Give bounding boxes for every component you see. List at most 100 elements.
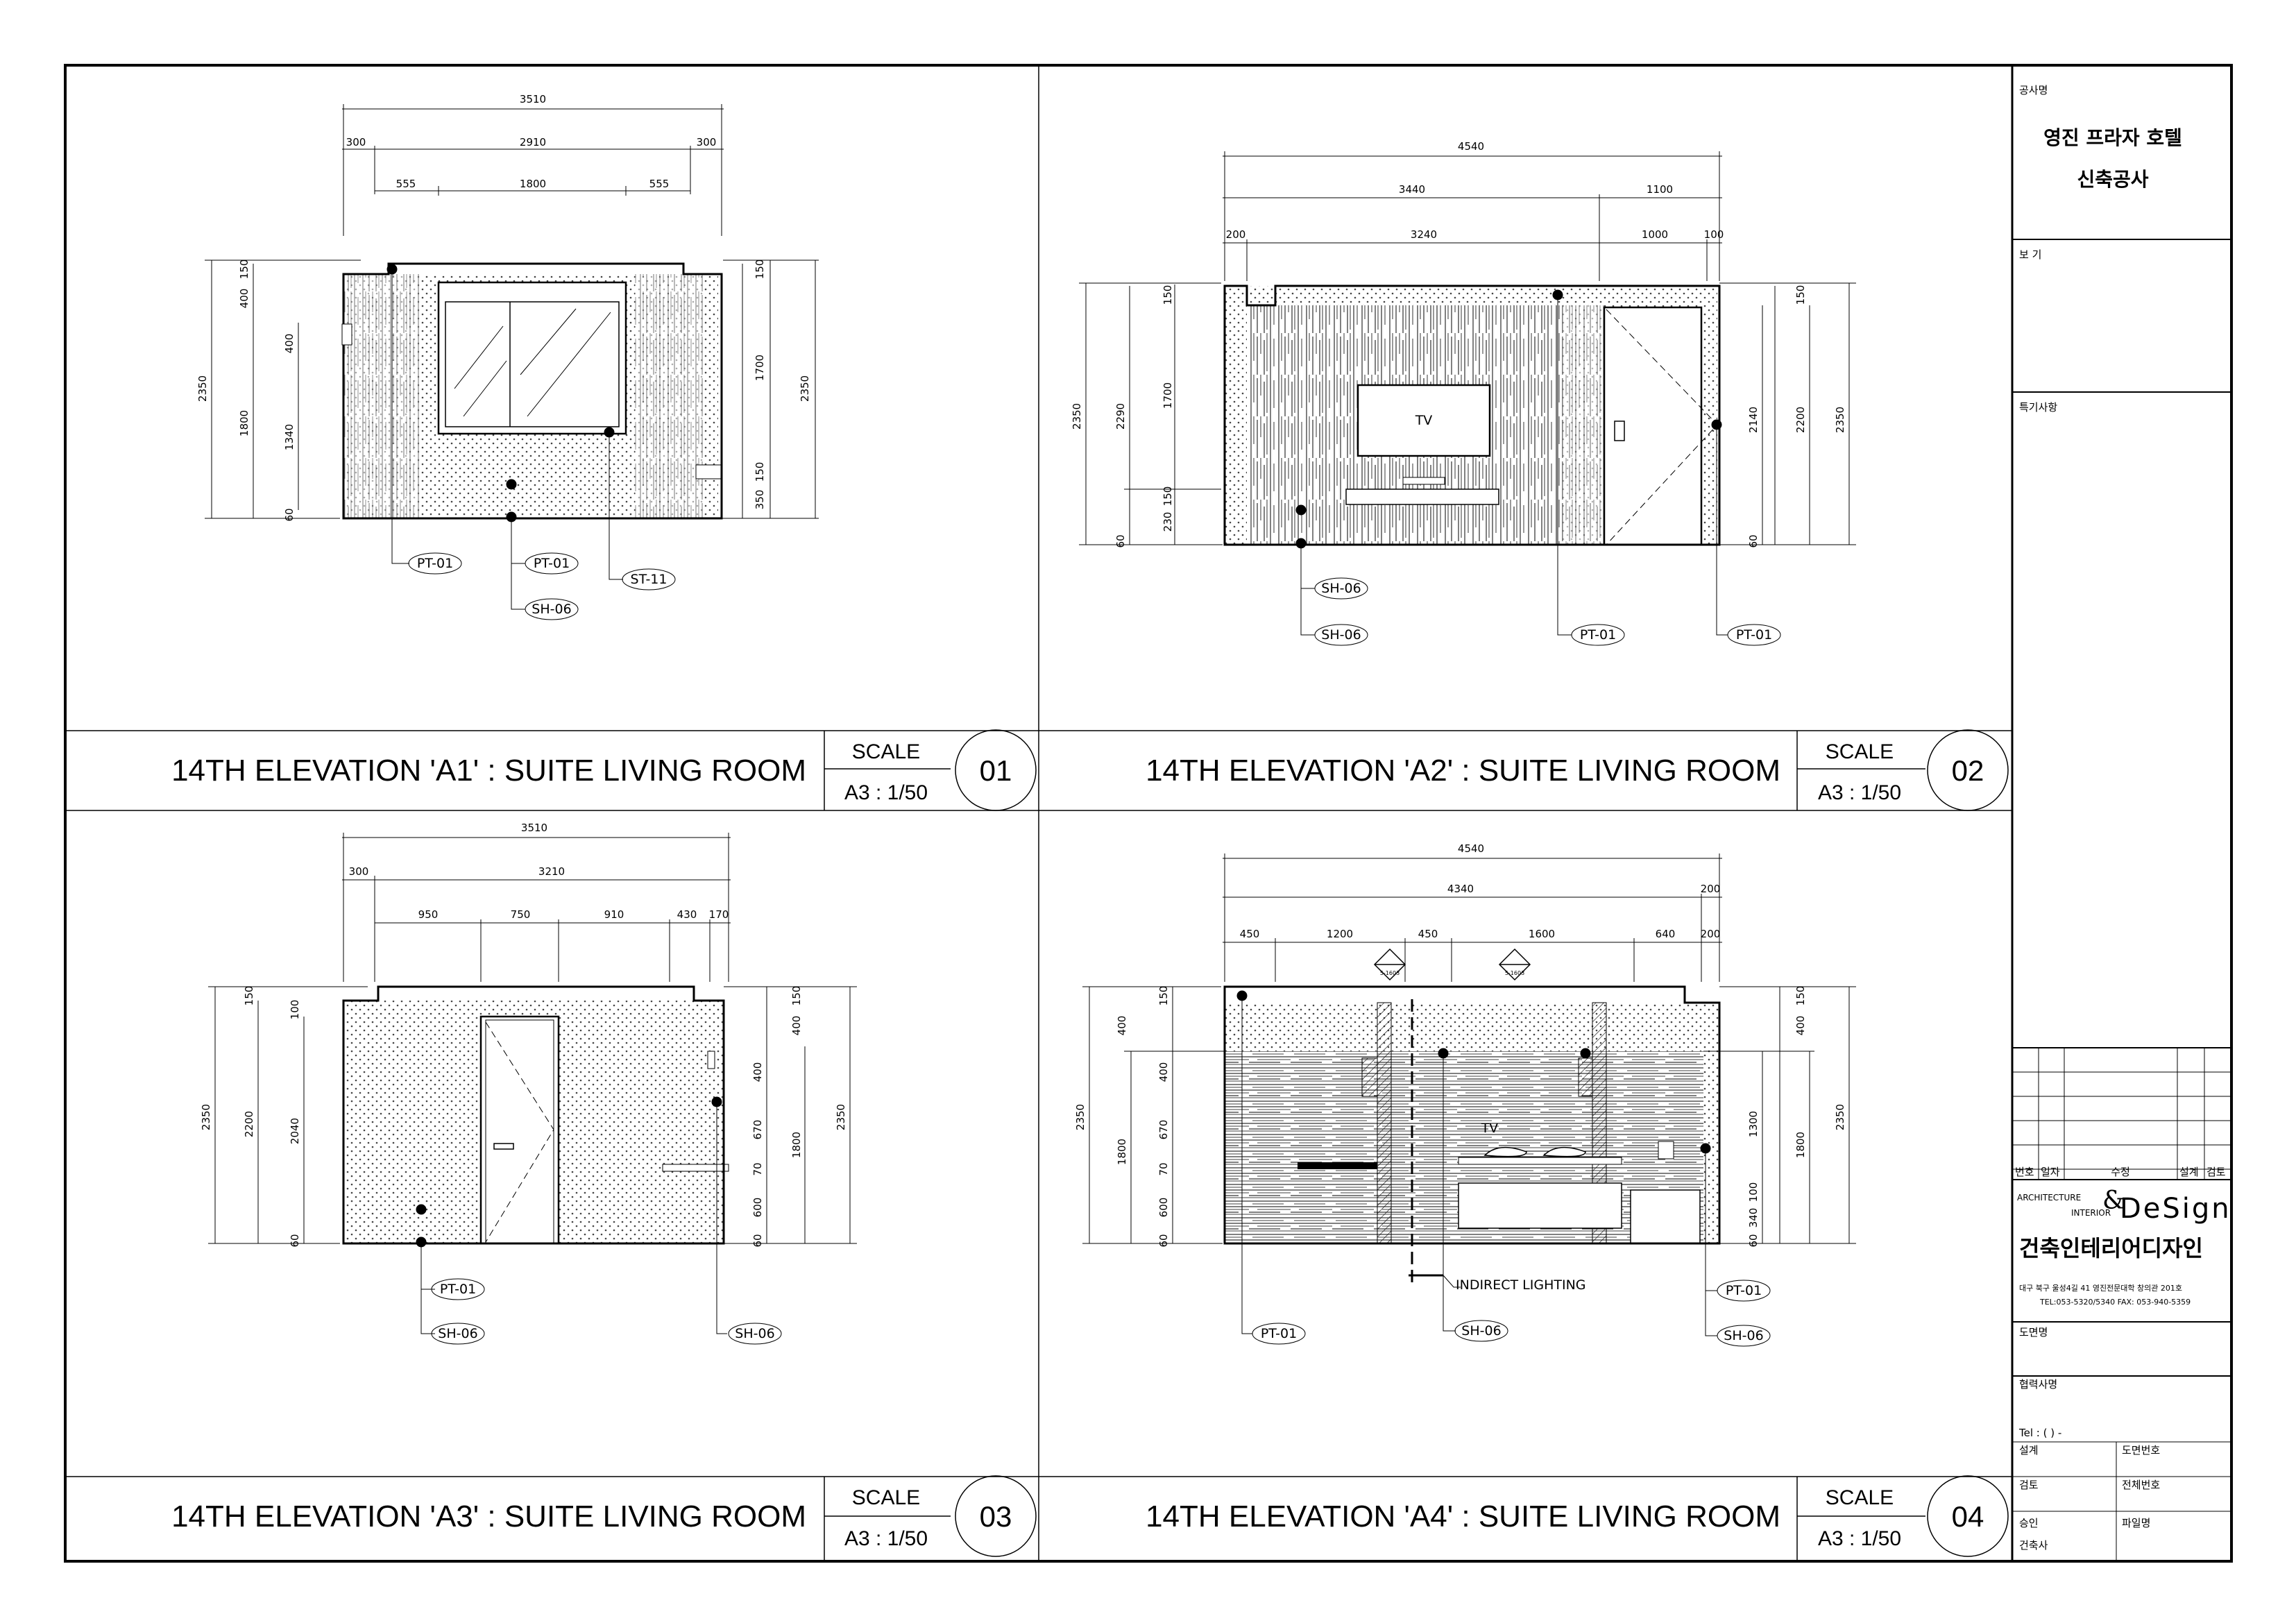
svg-text:2350: 2350 <box>200 1104 212 1130</box>
svg-text:2350: 2350 <box>835 1104 847 1130</box>
elevation-a1-tags <box>386 264 676 620</box>
svg-text:200: 200 <box>1701 928 1721 940</box>
elevation-a1-dimensions <box>205 104 819 519</box>
tag-a1-pt01-left: PT-01 <box>417 556 453 571</box>
panel-03-scale: A3 : 1/50 <box>844 1527 928 1550</box>
svg-text:1800: 1800 <box>1794 1132 1807 1158</box>
svg-text:1200: 1200 <box>1327 928 1353 940</box>
svg-text:150: 150 <box>1162 486 1174 507</box>
svg-text:3510: 3510 <box>520 93 546 105</box>
title-bar-01: 14TH ELEVATION 'A1' : SUITE LIVING ROOM … <box>65 729 1039 811</box>
svg-text:670: 670 <box>1157 1120 1170 1140</box>
firm-interior: INTERIOR <box>2071 1208 2111 1218</box>
tag-a2-pt01-right: PT-01 <box>1736 627 1772 643</box>
svg-text:300: 300 <box>349 865 369 878</box>
svg-text:450: 450 <box>1418 928 1438 940</box>
panel-01-number: 01 <box>980 754 1012 787</box>
svg-text:1700: 1700 <box>1162 382 1174 409</box>
tag-a1-pt01-center: PT-01 <box>534 556 570 571</box>
svg-text:600: 600 <box>751 1198 764 1218</box>
tag-a1-sh06: SH-06 <box>532 602 571 617</box>
svg-text:340: 340 <box>1747 1208 1760 1228</box>
svg-text:555: 555 <box>396 178 416 190</box>
svg-text:400: 400 <box>790 1016 803 1036</box>
svg-text:2350: 2350 <box>1074 1104 1087 1130</box>
svg-text:1000: 1000 <box>1642 228 1668 241</box>
svg-text:3240: 3240 <box>1411 228 1437 241</box>
svg-text:450: 450 <box>1240 928 1260 940</box>
svg-text:4340: 4340 <box>1447 883 1474 895</box>
svg-text:2350: 2350 <box>799 375 811 402</box>
tb-rev-design: 설계 <box>2179 1166 2199 1178</box>
tb-client-tel: Tel : ( ) - <box>2018 1427 2061 1439</box>
tb-check-label: 검토 <box>2019 1479 2039 1491</box>
a4-callout-right: 5-1603 <box>1505 970 1524 976</box>
title-bar-02: 14TH ELEVATION 'A2' : SUITE LIVING ROOM … <box>1039 729 2012 811</box>
svg-text:100: 100 <box>1747 1182 1760 1203</box>
svg-text:3440: 3440 <box>1399 183 1425 196</box>
svg-text:2350: 2350 <box>196 375 209 402</box>
svg-text:1800: 1800 <box>520 178 546 190</box>
panel-01-title: 14TH ELEVATION 'A1' : SUITE LIVING ROOM <box>171 754 806 788</box>
svg-text:555: 555 <box>649 178 670 190</box>
title-bar-03: 14TH ELEVATION 'A3' : SUITE LIVING ROOM … <box>65 1475 1039 1561</box>
svg-text:2040: 2040 <box>289 1118 301 1144</box>
svg-text:3510: 3510 <box>521 822 547 834</box>
svg-text:910: 910 <box>604 908 624 921</box>
svg-text:150: 150 <box>1794 986 1807 1006</box>
panel-02-scale-label: SCALE <box>1826 740 1894 763</box>
a4-callout-left: 5-1603 <box>1380 970 1400 976</box>
tb-project-name-1: 영진 프라자 호텔 <box>2043 126 2182 149</box>
svg-text:3210: 3210 <box>538 865 565 878</box>
svg-text:150: 150 <box>1157 986 1170 1006</box>
svg-text:2350: 2350 <box>1071 403 1083 430</box>
svg-text:400: 400 <box>238 289 250 309</box>
svg-text:150: 150 <box>790 986 803 1006</box>
elevation-a4-dim-text: 4540 4340 200 450 1200 450 1600 640 200 … <box>1074 842 1846 1248</box>
elevation-a4-dimensions <box>1082 853 1856 1244</box>
tb-drawing-name-label: 도면명 <box>2019 1326 2048 1339</box>
tb-total-no-label: 전체번호 <box>2122 1479 2160 1491</box>
tag-a4-sh06-right: SH-06 <box>1724 1328 1763 1343</box>
elevation-a1-dim-text: 3510 300 2910 300 555 1800 555 150 400 4… <box>196 93 811 522</box>
panel-04-scale: A3 : 1/50 <box>1818 1527 1901 1550</box>
svg-text:950: 950 <box>418 908 439 921</box>
elevation-a1 <box>341 262 723 520</box>
elevation-a3-tags <box>416 1096 782 1345</box>
tb-architect-label: 건축사 <box>2019 1539 2048 1552</box>
svg-text:1800: 1800 <box>1116 1139 1128 1165</box>
firm-address: 대구 북구 울성4길 41 영진전문대학 창의관 201호 <box>2019 1284 2182 1293</box>
a4-tv-label: TV <box>1481 1121 1499 1136</box>
svg-text:200: 200 <box>1701 883 1721 895</box>
svg-text:1100: 1100 <box>1647 183 1673 196</box>
tb-client-label: 협력사명 <box>2019 1378 2057 1391</box>
svg-text:400: 400 <box>1157 1062 1170 1082</box>
svg-text:60: 60 <box>1114 534 1127 547</box>
panel-02-scale: A3 : 1/50 <box>1818 781 1901 804</box>
tag-a3-sh06-right: SH-06 <box>735 1326 774 1341</box>
tag-a1-st11: ST-11 <box>631 572 667 587</box>
sheet-border <box>64 64 2233 1563</box>
tb-project-label: 공사명 <box>2019 84 2048 96</box>
firm-korean-name: 건축인테리어디자인 <box>2019 1235 2203 1261</box>
elevation-a4-tags <box>1236 990 1771 1347</box>
elevation-a4: TV <box>1223 985 1721 1288</box>
svg-text:100: 100 <box>1704 228 1724 241</box>
svg-text:2200: 2200 <box>1794 407 1807 433</box>
svg-text:1800: 1800 <box>790 1132 803 1158</box>
svg-text:1800: 1800 <box>238 410 250 436</box>
tb-rev-check: 검토 <box>2206 1166 2226 1178</box>
tb-approve-label: 승인 <box>2019 1517 2039 1529</box>
svg-text:1700: 1700 <box>754 355 766 381</box>
tb-project-name-2: 신축공사 <box>2077 168 2148 191</box>
panel-03-scale-label: SCALE <box>852 1486 920 1509</box>
svg-text:2290: 2290 <box>1114 403 1127 430</box>
elevation-a3-dimensions <box>208 833 857 1244</box>
tb-notes-label: 특기사항 <box>2019 401 2057 414</box>
elevation-a4-callouts <box>1373 948 1531 981</box>
svg-text:200: 200 <box>1226 228 1246 241</box>
elevation-a3 <box>342 985 729 1245</box>
svg-text:100: 100 <box>289 1000 301 1020</box>
svg-text:150: 150 <box>1794 285 1807 305</box>
svg-text:670: 670 <box>751 1120 764 1140</box>
